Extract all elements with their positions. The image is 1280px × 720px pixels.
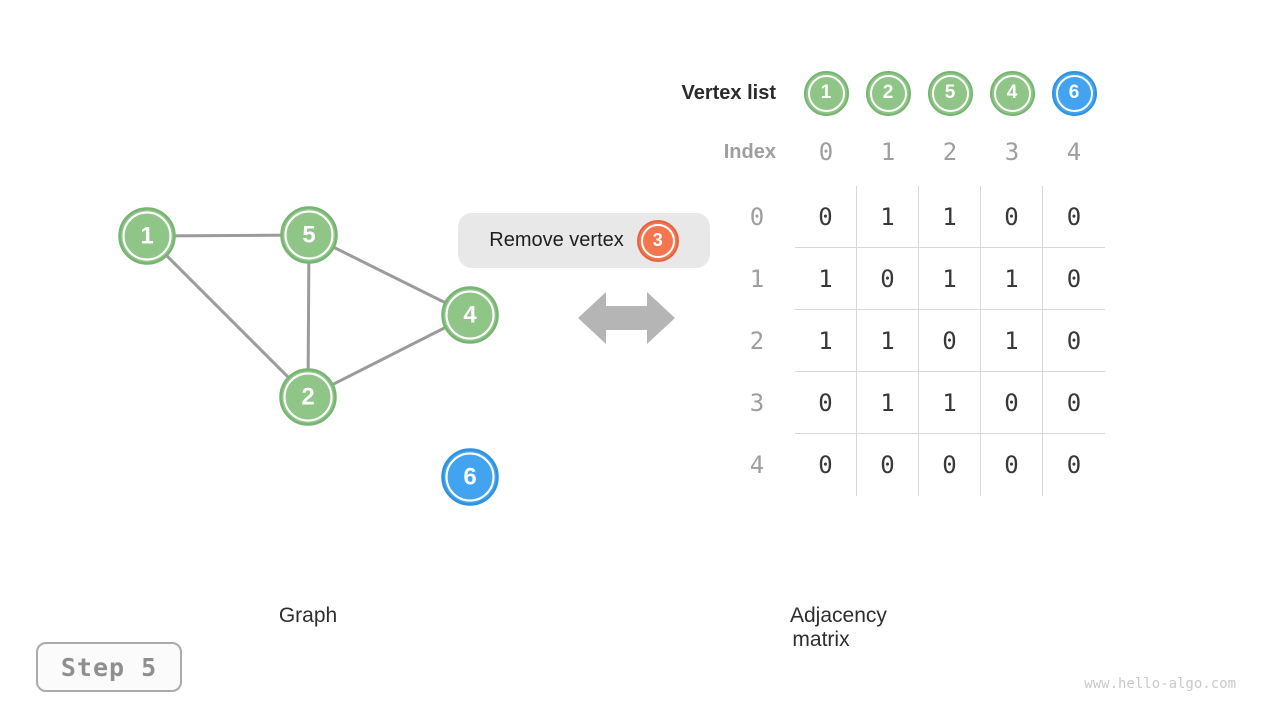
matrix-cell: 0 xyxy=(981,372,1043,434)
step-badge: Step 5 xyxy=(36,642,182,692)
matrix-cell: 1 xyxy=(795,248,857,310)
matrix-cell: 0 xyxy=(1043,186,1105,248)
matrix-cell: 0 xyxy=(1043,372,1105,434)
index-label: Index xyxy=(723,141,776,163)
graph-node-2: 2 xyxy=(279,368,337,426)
graph-node-label: 1 xyxy=(140,223,153,250)
index-value: 1 xyxy=(880,138,896,166)
graph-node-label: 4 xyxy=(463,302,477,329)
matrix-cell: 0 xyxy=(1043,248,1105,310)
matrix-cell: 0 xyxy=(795,372,857,434)
vertex-chip: 2 xyxy=(865,70,911,116)
index-value: 0 xyxy=(818,138,834,166)
matrix-cell: 1 xyxy=(981,248,1043,310)
matrix-cell: 1 xyxy=(857,372,919,434)
removed-vertex-number: 3 xyxy=(652,230,663,250)
graph-edge-5-4 xyxy=(308,233,471,317)
matrix-caption: Adjacency matrix xyxy=(790,604,887,651)
vertex-chip: 4 xyxy=(989,70,1035,116)
vertex-chip: 1 xyxy=(803,70,849,116)
graph-edge-2-4 xyxy=(307,313,471,399)
remove-vertex-pill: Remove vertex 3 xyxy=(458,213,710,268)
vertex-chip: 6 xyxy=(1051,70,1097,116)
row-label: 3 xyxy=(749,389,765,417)
matrix-cell: 0 xyxy=(919,310,981,372)
matrix-cell: 1 xyxy=(981,310,1043,372)
remove-vertex-label: Remove vertex xyxy=(489,229,624,251)
matrix-cell: 0 xyxy=(919,434,981,496)
graph-node-label: 2 xyxy=(301,384,314,411)
row-label: 0 xyxy=(749,203,765,231)
row-label: 1 xyxy=(749,265,765,293)
index-value: 3 xyxy=(1004,138,1020,166)
matrix-cell: 0 xyxy=(1066,451,1082,479)
swap-arrow-icon xyxy=(578,292,675,344)
matrix-cell: 1 xyxy=(919,186,981,248)
watermark: www.hello-algo.com xyxy=(1084,676,1236,692)
graph-node-label: 5 xyxy=(302,222,315,249)
vertex-list-row: 1 2 5 4 6 xyxy=(795,70,1105,116)
matrix-cell: 1 xyxy=(919,248,981,310)
vertex-chip: 5 xyxy=(927,70,973,116)
adjacency-matrix: 0 1 1 0 0 1 0 1 1 0 1 1 0 1 0 0 1 1 0 0 … xyxy=(795,186,1105,496)
index-value: 2 xyxy=(942,138,958,166)
matrix-cell: 0 xyxy=(795,186,857,248)
graph-caption: Graph xyxy=(278,604,338,627)
graph-edge-1-2 xyxy=(145,234,310,399)
graph-node-1: 1 xyxy=(118,207,176,265)
matrix-cell: 0 xyxy=(857,434,919,496)
matrix-row-labels: 0 1 2 3 4 xyxy=(726,186,788,496)
graph-node-4: 4 xyxy=(441,286,499,344)
index-value: 4 xyxy=(1066,138,1082,166)
matrix-cell: 0 xyxy=(857,248,919,310)
matrix-cell: 1 xyxy=(919,372,981,434)
matrix-cell: 0 xyxy=(981,434,1043,496)
removed-vertex-chip: 3 xyxy=(636,219,679,262)
matrix-cell: 0 xyxy=(795,434,857,496)
matrix-cell: 1 xyxy=(795,310,857,372)
matrix-cell: 0 xyxy=(1043,310,1105,372)
graph-node-5: 5 xyxy=(280,206,338,264)
matrix-cell: 0 xyxy=(981,186,1043,248)
graph-node-label: 6 xyxy=(463,464,476,491)
row-label: 2 xyxy=(749,327,765,355)
matrix-cell: 1 xyxy=(857,310,919,372)
row-label: 4 xyxy=(749,451,765,479)
matrix-cell: 1 xyxy=(857,186,919,248)
vertex-list-label: Vertex list xyxy=(681,82,776,104)
index-row: 0 1 2 3 4 xyxy=(795,121,1105,183)
graph-node-6: 6 xyxy=(441,448,499,506)
